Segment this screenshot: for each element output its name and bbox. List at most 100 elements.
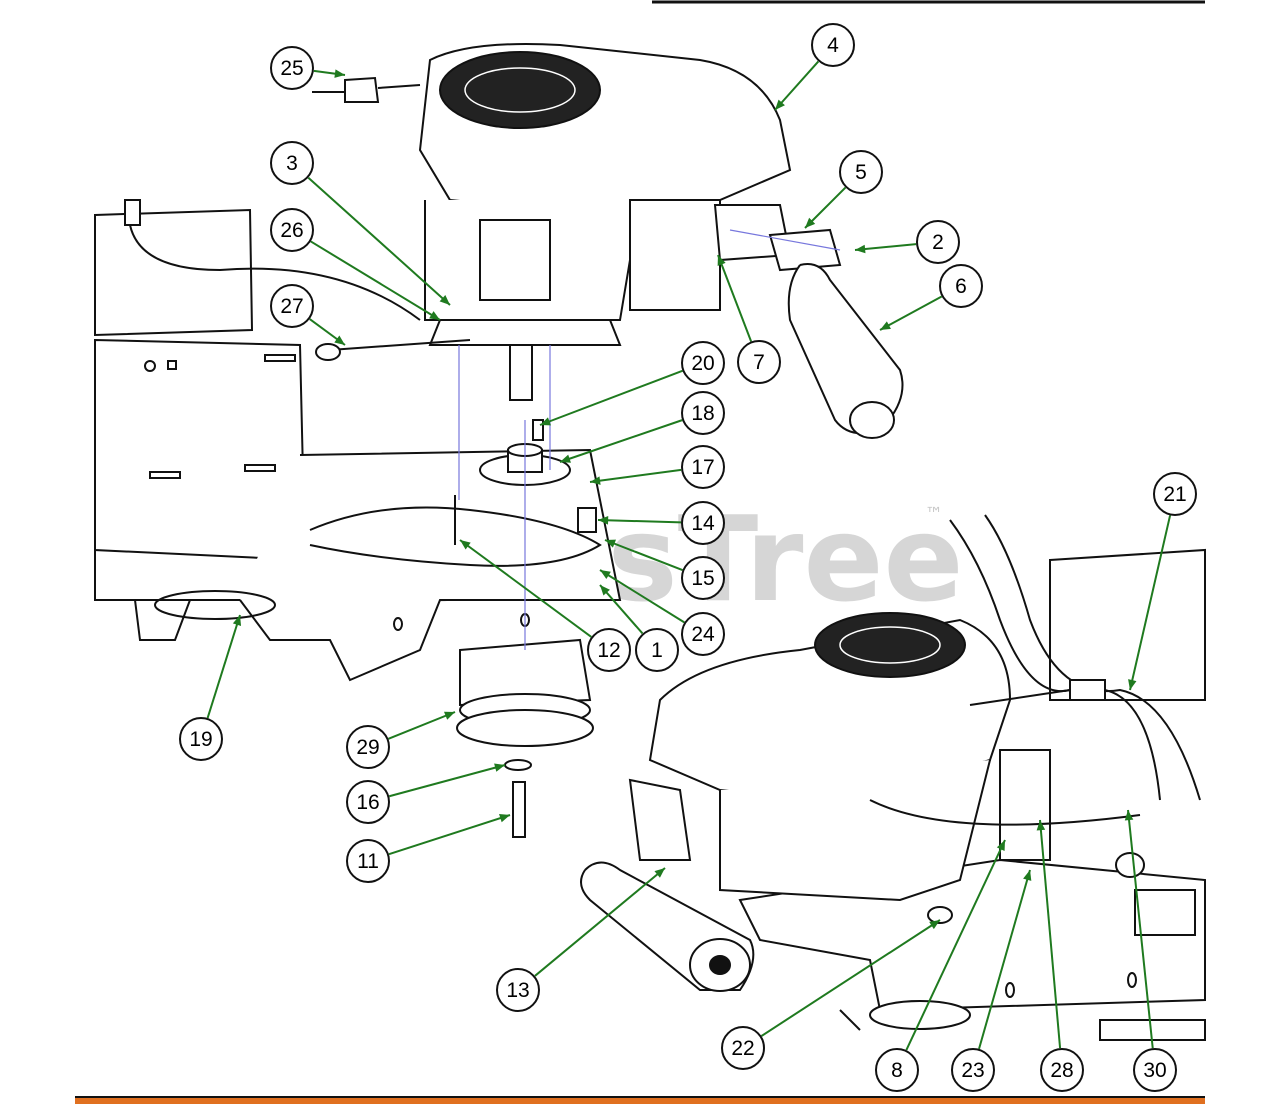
callout-label: 7 [753,351,765,374]
callout-circle [1153,472,1197,516]
callout-leader [774,60,820,111]
callout-leader [589,468,682,483]
callout-circle [811,23,855,67]
callout-label: 24 [691,623,715,646]
callout-circle [681,445,725,489]
lower-muffler [580,861,755,992]
callout-label: 12 [597,639,620,662]
callout-16: 16 [346,763,506,824]
callout-leader [1129,515,1172,691]
callout-19: 19 [179,614,242,761]
callout-6: 6 [879,264,983,331]
callout-label: 23 [961,1059,984,1082]
callout-leader [559,419,683,463]
callout-circle [939,264,983,308]
callout-circle [681,341,725,385]
callout-21: 21 [1128,472,1197,691]
fuel-filter [312,76,421,103]
callout-23: 23 [951,869,1032,1092]
callout-leader [854,243,917,251]
clutch-assembly [456,638,594,838]
callout-22: 22 [721,919,941,1070]
callout-circle [270,284,314,328]
callout-arrowhead [1128,679,1137,690]
callout-arrowhead [499,814,510,823]
callout-29: 29 [346,711,456,769]
callout-label: 25 [280,57,303,80]
callout-circle [270,141,314,185]
callout-5: 5 [804,150,883,229]
callout-circle [916,220,960,264]
callout-leader [760,919,941,1037]
callout-circle [496,968,540,1012]
callout-circle [1040,1048,1084,1092]
callout-circle [681,501,725,545]
callout-leader [459,539,592,638]
callout-label: 14 [691,512,715,535]
callout-label: 29 [356,736,379,759]
callout-arrowhead [232,615,242,626]
callout-circle [346,780,390,824]
callout-leader [534,867,666,977]
callout-leader [599,584,644,635]
callout-30: 30 [1124,809,1177,1092]
callout-3: 3 [270,141,451,306]
callout-label: 19 [189,728,212,751]
callout-2: 2 [854,220,960,264]
lower-cables [839,514,1201,1031]
callout-4: 4 [774,23,855,111]
callout-label: 16 [356,791,379,814]
callout-arrowhead [1124,810,1134,821]
callout-arrowhead [494,763,505,772]
callout-label: 3 [286,152,298,175]
callout-circle [346,839,390,883]
callout-circle [951,1048,995,1092]
callout-8: 8 [875,839,1006,1092]
callout-circle [587,628,631,672]
callout-circle [681,612,725,656]
callout-20: 20 [539,341,725,426]
callout-circle [270,208,314,252]
callout-label: 4 [827,34,839,57]
callout-leader [539,369,683,426]
callout-circle [1133,1048,1177,1092]
callout-circle [839,150,883,194]
callout-label: 15 [691,567,714,590]
callout-arrowhead [334,335,345,345]
callout-arrowhead [600,570,611,579]
callout-25: 25 [270,46,346,90]
callout-7: 7 [717,254,781,384]
callout-label: 17 [691,456,714,479]
callout-arrowhead [805,217,816,228]
callout-circle [346,725,390,769]
callout-arrowhead [439,295,450,305]
callout-arrowhead [600,585,610,596]
callout-leader [597,519,682,524]
callout-arrowhead [590,476,601,485]
callout-arrowhead [717,255,726,266]
callout-leader [307,176,451,306]
callout-arrowhead [429,311,440,320]
callout-leader [717,254,753,342]
callout-leader [604,539,683,571]
upper-muffler [713,204,904,439]
callout-28: 28 [1036,819,1084,1092]
callout-leader [388,764,506,798]
callout-leader [388,814,511,856]
callout-label: 8 [891,1059,903,1082]
guide-lines [458,229,841,650]
callout-arrowhead [929,920,940,930]
callout-arrowhead [334,69,345,78]
lower-engine [628,612,1051,902]
callout-label: 11 [357,850,379,873]
callout-13: 13 [496,867,666,1012]
callout-label: 5 [855,161,867,184]
callout-arrowhead [460,540,471,550]
callout-leader [1039,819,1062,1049]
callout-18: 18 [559,391,725,463]
callout-arrowhead [1036,820,1046,831]
callout-11: 11 [346,814,511,883]
callout-arrowhead [775,99,785,110]
callout-circle [681,391,725,435]
